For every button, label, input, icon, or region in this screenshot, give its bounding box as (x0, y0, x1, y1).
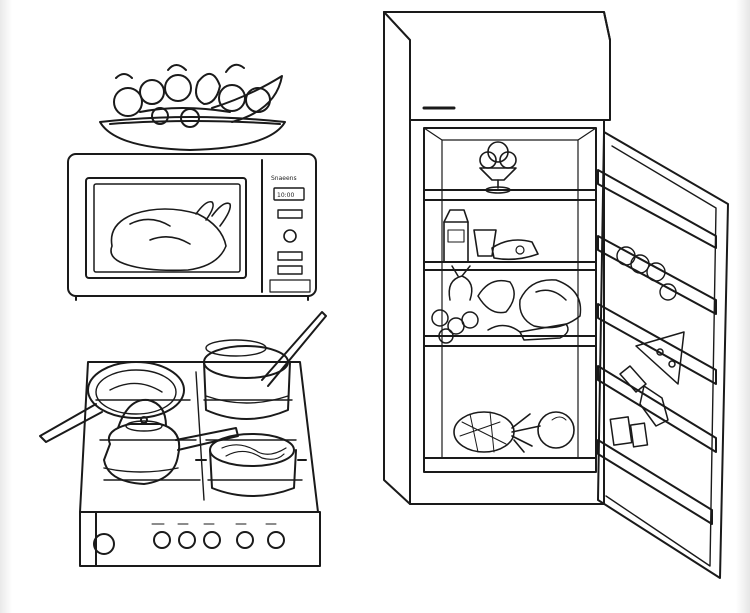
stove (79, 361, 321, 567)
milk-carton (443, 209, 539, 263)
right-edge-shadow (736, 0, 750, 613)
microwave (67, 153, 317, 301)
spaghetti-pot (195, 433, 307, 497)
cooking-pot (203, 311, 327, 420)
refrigerator-door (597, 131, 729, 579)
door-items (616, 246, 677, 301)
vegetables (431, 265, 582, 344)
roast-chicken (110, 200, 232, 272)
fruit-bowl (99, 63, 286, 151)
microwave-clock: 10:00 (277, 192, 294, 199)
pineapple (453, 411, 541, 453)
frying-pan (39, 361, 185, 443)
kettle (103, 398, 239, 485)
refrigerator (383, 11, 611, 505)
microwave-brand: Snaeens (271, 175, 297, 182)
left-edge-shadow (0, 0, 12, 613)
bottles (609, 365, 669, 448)
pizza-slice (635, 331, 685, 385)
ice-cream-cup (479, 141, 517, 194)
melon (537, 411, 575, 449)
